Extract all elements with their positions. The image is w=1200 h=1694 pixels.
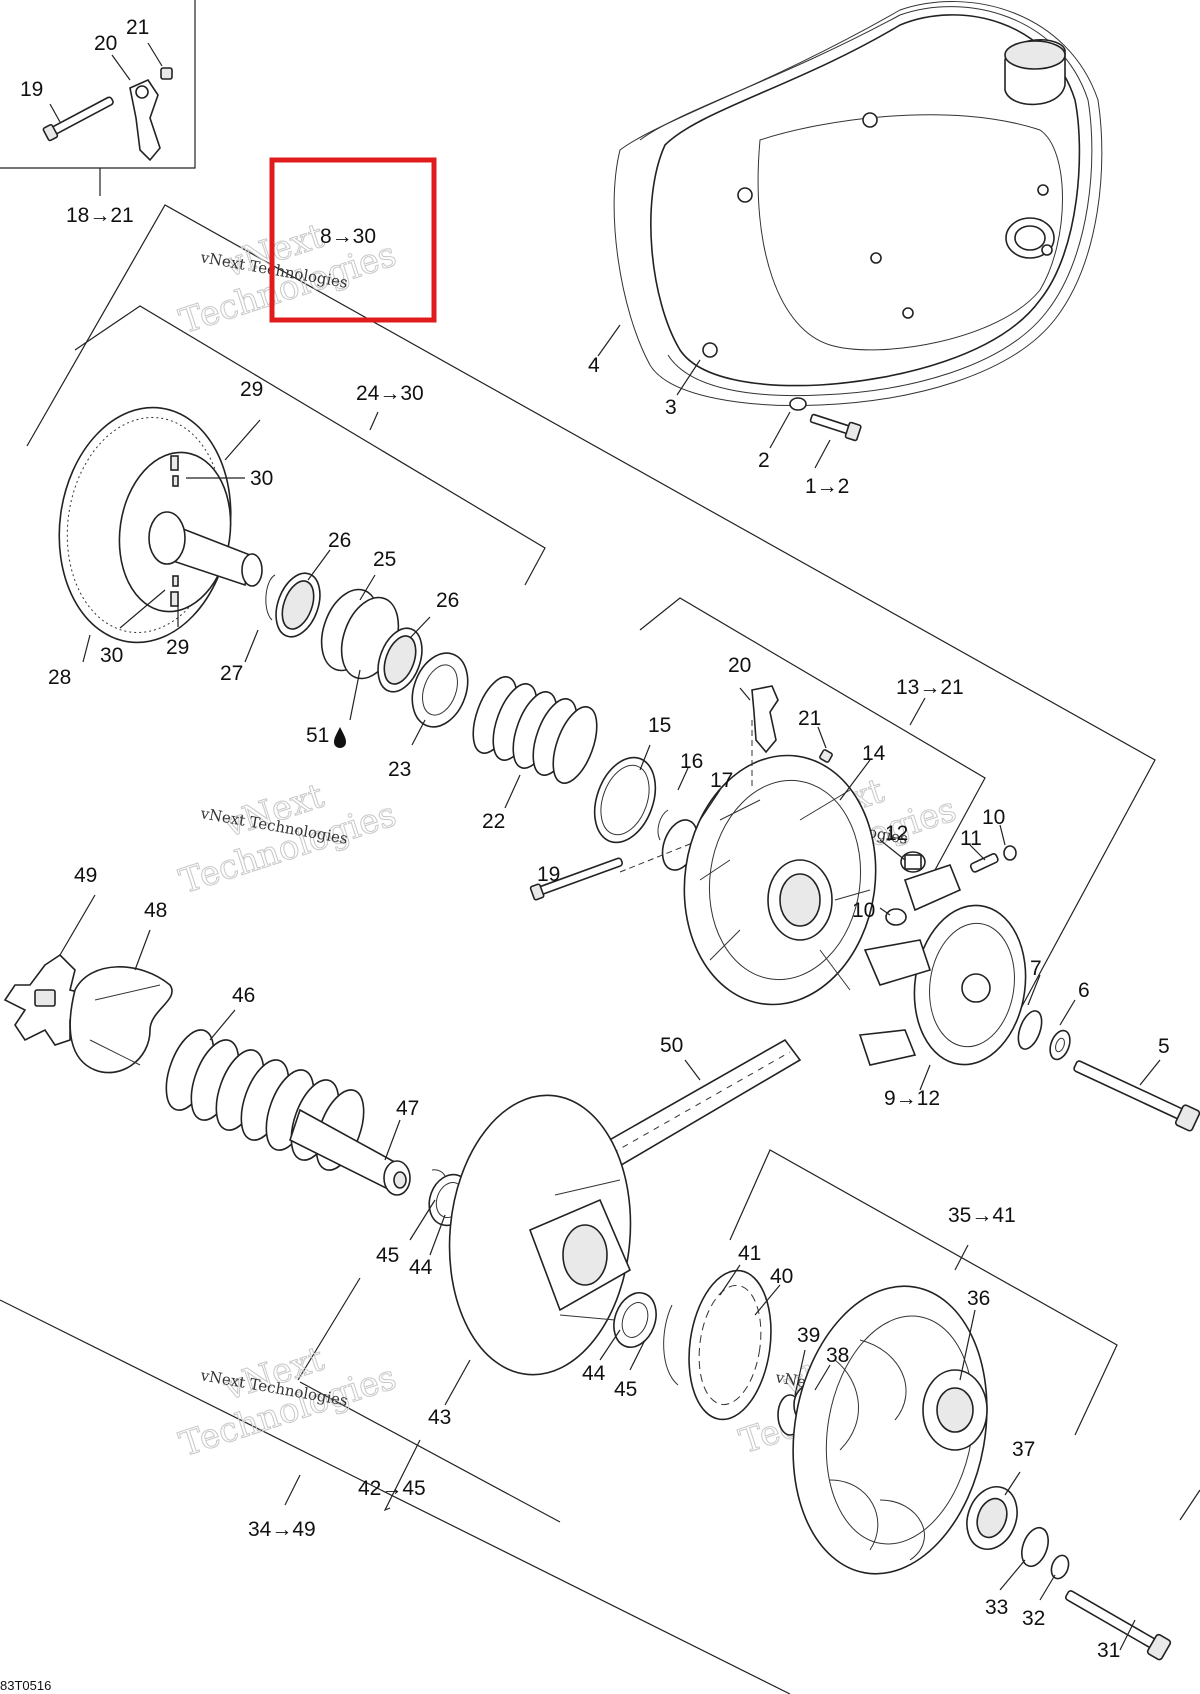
rollers-10-11-12 xyxy=(885,845,1017,926)
callout-34-49: 34→49 xyxy=(248,1518,316,1541)
callout-8-30: 8→30 xyxy=(320,225,376,248)
callout-15: 15 xyxy=(648,714,671,737)
driven-pulley-half-43 xyxy=(448,1094,632,1376)
shaft-47-part xyxy=(289,1108,411,1196)
bushings-and-rings xyxy=(265,572,469,728)
bearing-washers-bolt-31 xyxy=(966,1486,1172,1661)
callout-41: 41 xyxy=(738,1242,761,1265)
clutch-cover-part xyxy=(613,1,1103,406)
callout-33: 33 xyxy=(985,1596,1008,1619)
callout-12: 12 xyxy=(885,822,908,845)
callout-19-inset: 19 xyxy=(20,78,43,101)
callout-45-right: 45 xyxy=(614,1378,637,1401)
callout-47: 47 xyxy=(396,1097,419,1120)
callout-20-inset: 20 xyxy=(94,32,117,55)
callout-23: 23 xyxy=(388,758,411,781)
callout-30-top: 30 xyxy=(250,467,273,490)
callout-25: 25 xyxy=(373,548,396,571)
lubricant-drop-icon xyxy=(334,727,346,748)
callout-44-left: 44 xyxy=(409,1256,433,1279)
nut-21-part xyxy=(160,67,173,80)
gear-49-cam-48 xyxy=(3,953,173,1074)
callout-43: 43 xyxy=(428,1406,451,1429)
leader-lines xyxy=(49,42,1161,1651)
callout-32: 32 xyxy=(1022,1607,1045,1630)
callout-9-12: 9→12 xyxy=(884,1087,940,1110)
drive-pulley-fixed-half-28 xyxy=(58,406,263,644)
drawing-code: 83T0516 xyxy=(0,1678,51,1693)
callout-24-30: 24→30 xyxy=(356,382,424,405)
washers-6-7-bolt-5 xyxy=(1017,1010,1200,1132)
callout-30-bottom: 30 xyxy=(100,644,123,667)
callout-27: 27 xyxy=(220,662,243,685)
callout-13-21: 13→21 xyxy=(896,676,964,699)
callout-40: 40 xyxy=(770,1265,793,1288)
callout-labels: 21 20 19 18→21 8→30 4 3 2 1→2 29 24→30 3… xyxy=(20,16,1170,1662)
callout-20-mid: 20 xyxy=(728,654,751,677)
callout-42-45: 42→45 xyxy=(358,1477,426,1500)
callout-31: 31 xyxy=(1097,1639,1120,1662)
pin-19-middle-part xyxy=(529,857,624,901)
callout-4: 4 xyxy=(588,354,600,377)
callout-49: 49 xyxy=(74,864,97,887)
spider-9-12-part xyxy=(858,864,1027,1066)
pin-19-part xyxy=(42,96,114,142)
callout-39: 39 xyxy=(797,1324,820,1347)
callout-38: 38 xyxy=(826,1344,849,1367)
callout-46: 46 xyxy=(232,984,255,1007)
cover-bolt-1-part xyxy=(789,397,862,442)
callout-50: 50 xyxy=(660,1034,683,1057)
callout-7: 7 xyxy=(1030,957,1042,980)
driven-pulley-half-36 xyxy=(792,1285,988,1575)
drive-pulley-movable-half-14 xyxy=(683,685,877,1006)
callout-19-mid: 19 xyxy=(537,863,560,886)
inset-lever-parts xyxy=(42,67,173,162)
callout-5: 5 xyxy=(1158,1035,1170,1058)
callout-29-bottom: 29 xyxy=(166,636,189,659)
highlight-box xyxy=(269,157,437,323)
callout-44-right: 44 xyxy=(582,1362,606,1385)
callout-21-mid: 21 xyxy=(798,707,821,730)
callout-16: 16 xyxy=(680,750,703,773)
callout-18-21: 18→21 xyxy=(66,204,134,227)
callout-17: 17 xyxy=(710,769,733,792)
callout-26-left: 26 xyxy=(328,529,351,552)
callout-6: 6 xyxy=(1078,979,1090,1002)
callout-22: 22 xyxy=(482,810,505,833)
sleeve-15-16-17 xyxy=(593,756,699,871)
lever-20-part xyxy=(129,78,161,162)
callout-51: 51 xyxy=(306,724,329,747)
callout-35-41: 35→41 xyxy=(948,1204,1016,1227)
callout-10-mid: 10 xyxy=(852,899,875,922)
callout-11: 11 xyxy=(960,827,982,850)
callout-28: 28 xyxy=(48,666,71,689)
callout-29-top: 29 xyxy=(240,378,263,401)
callout-48: 48 xyxy=(144,899,167,922)
callout-21-inset: 21 xyxy=(126,16,149,39)
callout-14: 14 xyxy=(862,742,886,765)
callout-2: 2 xyxy=(758,449,770,472)
callout-10-top: 10 xyxy=(982,806,1005,829)
spring-22-part xyxy=(472,676,598,784)
callout-37: 37 xyxy=(1012,1438,1035,1461)
callout-1-2: 1→2 xyxy=(805,475,849,498)
callout-45-left: 45 xyxy=(376,1244,399,1267)
callout-26-right: 26 xyxy=(436,589,459,612)
callout-36: 36 xyxy=(967,1287,990,1310)
callout-3: 3 xyxy=(665,396,677,419)
